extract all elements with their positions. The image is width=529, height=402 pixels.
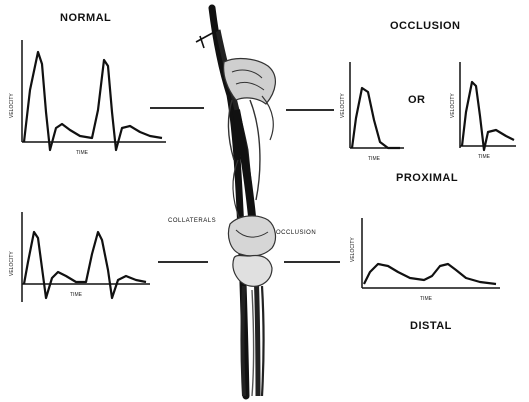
velocity-trace xyxy=(364,264,496,284)
normal-waveform-top xyxy=(22,40,166,150)
velocity-axis-label: VELOCITY xyxy=(450,93,456,118)
distal-waveform xyxy=(362,218,500,288)
distal-label: DISTAL xyxy=(410,320,452,332)
velocity-trace xyxy=(24,232,146,298)
knee-region xyxy=(228,216,275,256)
lower-leg-vessel-1 xyxy=(243,286,245,396)
time-axis-label: TIME xyxy=(70,292,82,298)
velocity-axis-label: VELOCITY xyxy=(340,93,346,118)
velocity-axis-label: VELOCITY xyxy=(350,237,356,262)
velocity-axis-label: VELOCITY xyxy=(9,251,15,276)
velocity-axis-label: VELOCITY xyxy=(9,93,15,118)
velocity-trace xyxy=(352,88,400,148)
lower-leg-vessel-3 xyxy=(252,290,254,396)
lower-leg-vessel-2 xyxy=(262,286,264,396)
normal-waveform-bottom xyxy=(22,212,150,302)
occlusion-marker-label: OCCLUSION xyxy=(276,230,316,236)
time-axis-label: TIME xyxy=(478,154,490,160)
time-axis-label: TIME xyxy=(76,150,88,156)
time-axis-label: TIME xyxy=(368,156,380,162)
time-axis-label: TIME xyxy=(420,296,432,302)
proximal-waveform-2 xyxy=(460,62,516,150)
velocity-trace xyxy=(24,52,162,150)
occlusion-title: OCCLUSION xyxy=(390,20,461,32)
velocity-trace xyxy=(462,82,514,150)
or-label: OR xyxy=(408,94,426,106)
collaterals-label: COLLATERALS xyxy=(168,218,216,224)
proximal-waveform-1 xyxy=(350,62,404,148)
normal-label: NORMAL xyxy=(60,12,111,24)
proximal-label: PROXIMAL xyxy=(396,172,458,184)
knee-lower xyxy=(233,256,272,287)
leg-arteries-illustration xyxy=(196,8,275,396)
